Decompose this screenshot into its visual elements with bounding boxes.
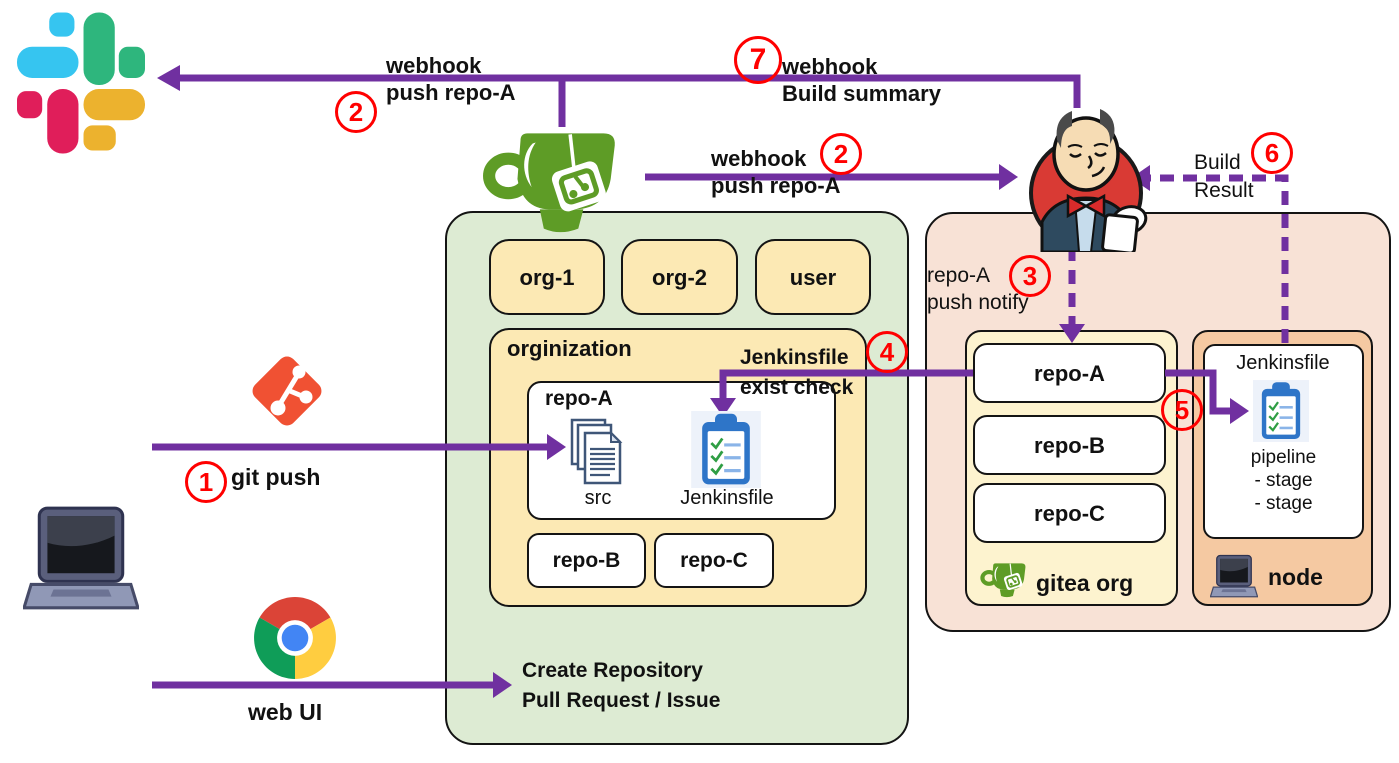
- step-2-badge-jenkins: 2: [820, 133, 862, 175]
- step-6-badge: 6: [1251, 132, 1293, 174]
- source-files-icon: [570, 418, 626, 486]
- web-actions-text: Create Repository Pull Request / Issue: [522, 659, 721, 712]
- node-laptop-icon: [1210, 554, 1258, 600]
- gitea-small-icon: [980, 558, 1032, 602]
- slack-icon: [17, 12, 145, 154]
- remote-repo-b-box: repo-B: [973, 415, 1166, 475]
- build-summary-label: webhook Build summary: [782, 54, 941, 106]
- jenkinsfile-caption: Jenkinsfile: [680, 487, 774, 509]
- node-jenkinsfile-icon: [1253, 380, 1309, 442]
- remote-repo-c-box: repo-C: [973, 483, 1166, 543]
- org-1-box: org-1: [489, 239, 605, 315]
- slack-webhook-label: webhook push repo-A: [386, 53, 516, 105]
- user-box: user: [755, 239, 871, 315]
- git-push-label: git push: [231, 464, 321, 490]
- git-icon: [252, 356, 322, 426]
- repo-c-box: repo-C: [654, 533, 774, 588]
- node-jenkinsfile-title: Jenkinsfile: [1236, 352, 1330, 374]
- web-ui-label: web UI: [248, 699, 323, 725]
- laptop-icon: [23, 505, 139, 615]
- node-label: node: [1268, 564, 1323, 590]
- exist-check-label: Jenkinsfile exist check: [740, 346, 854, 399]
- org-2-box: org-2: [621, 239, 738, 315]
- src-caption: src: [584, 487, 612, 509]
- step-4-badge: 4: [866, 331, 908, 373]
- step-1-badge: 1: [185, 461, 227, 503]
- remote-repo-a-box: repo-A: [973, 343, 1166, 403]
- gitea-org-label: gitea org: [1036, 570, 1134, 596]
- step-7-badge: 7: [734, 36, 782, 84]
- step-2-badge-slack: 2: [335, 91, 377, 133]
- step-3-badge: 3: [1009, 255, 1051, 297]
- push-notify-label: repo-A push notify: [927, 264, 1029, 314]
- arrowhead-slack: [157, 65, 180, 91]
- organization-title: orginization: [507, 336, 632, 361]
- jenkinsfile-icon: [691, 411, 761, 488]
- repo-a-title: repo-A: [545, 387, 613, 410]
- pipeline-text: pipeline - stage - stage: [1250, 447, 1317, 514]
- step-5-badge: 5: [1161, 389, 1203, 431]
- chrome-icon: [254, 597, 336, 679]
- build-result-label: Build Result: [1194, 151, 1254, 202]
- repo-b-box: repo-B: [527, 533, 646, 588]
- jenkins-icon: [1029, 109, 1148, 252]
- gitea-icon: [482, 128, 634, 236]
